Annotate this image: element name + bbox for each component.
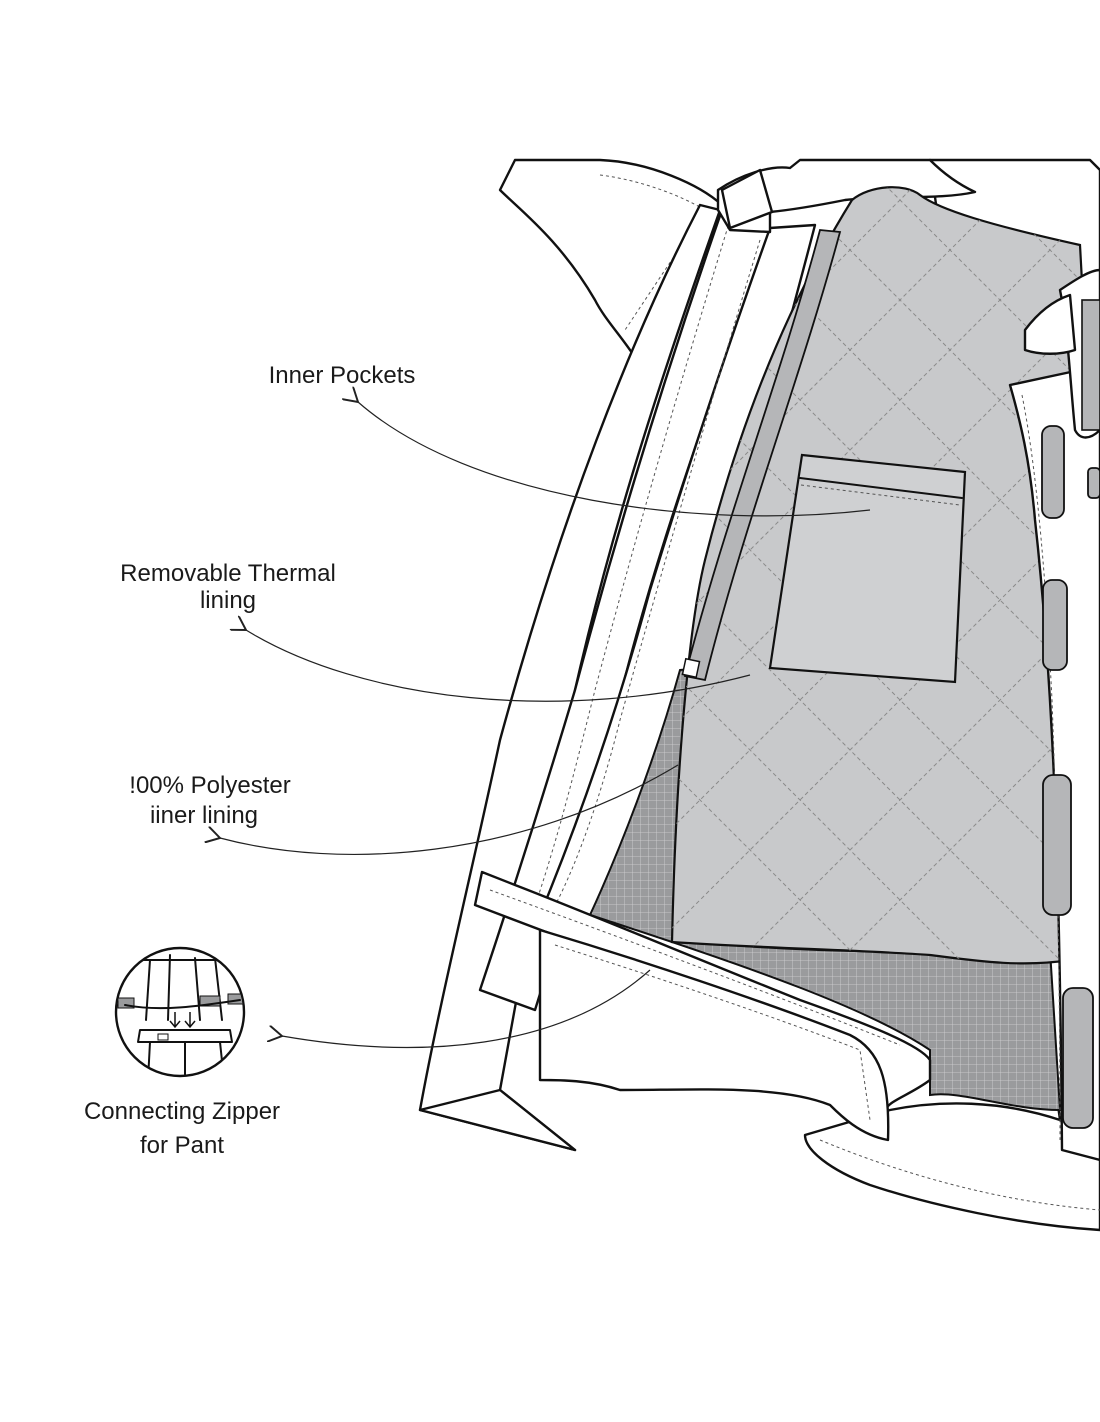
sleeve-cuff [418, 1088, 577, 1152]
label-inner-pockets: Inner Pockets [268, 362, 416, 389]
pocket-welt [799, 477, 963, 499]
collar-strap [1023, 293, 1077, 355]
label-polyester-line2: iiner lining [149, 802, 259, 829]
collar-tab [720, 168, 774, 230]
lower-front-panel [538, 928, 890, 1142]
lining-zipper [683, 229, 842, 682]
vent-panels [1041, 425, 1100, 1129]
left-sleeve-top [498, 158, 724, 367]
label-zipper-line2: for Pant [139, 1132, 225, 1159]
label-zipper-line1: Connecting Zipper [83, 1098, 281, 1125]
arrow-thermal-lining [246, 630, 751, 702]
label-polyester-line1: !00% Polyester [129, 772, 291, 799]
inner-pocket [768, 453, 967, 684]
label-thermal-line1: Removable Thermal [120, 560, 336, 587]
arrow-zipper [282, 969, 651, 1049]
right-front-panel [1008, 298, 1100, 1162]
label-thermal-line2: lining [199, 587, 257, 614]
facing-stitching [549, 239, 761, 916]
arrow-inner-pockets [358, 402, 871, 517]
arrow-polyester-lining [220, 764, 679, 855]
zipper-detail-inset [114, 946, 246, 1078]
collar [716, 158, 977, 234]
zipper-pull [681, 657, 701, 679]
